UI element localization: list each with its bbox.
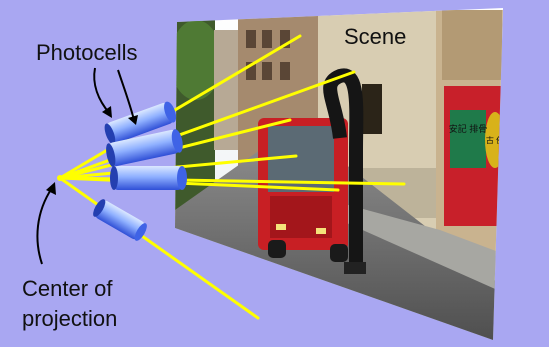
photocell-3 <box>110 166 187 190</box>
center-of-label: Center of <box>22 276 113 301</box>
projection-label: projection <box>22 306 117 331</box>
scene-label: Scene <box>344 24 406 49</box>
center-point <box>57 175 63 181</box>
chinese-sign-left: 安記 排骨 <box>449 123 488 134</box>
photocells-label: Photocells <box>36 40 138 65</box>
